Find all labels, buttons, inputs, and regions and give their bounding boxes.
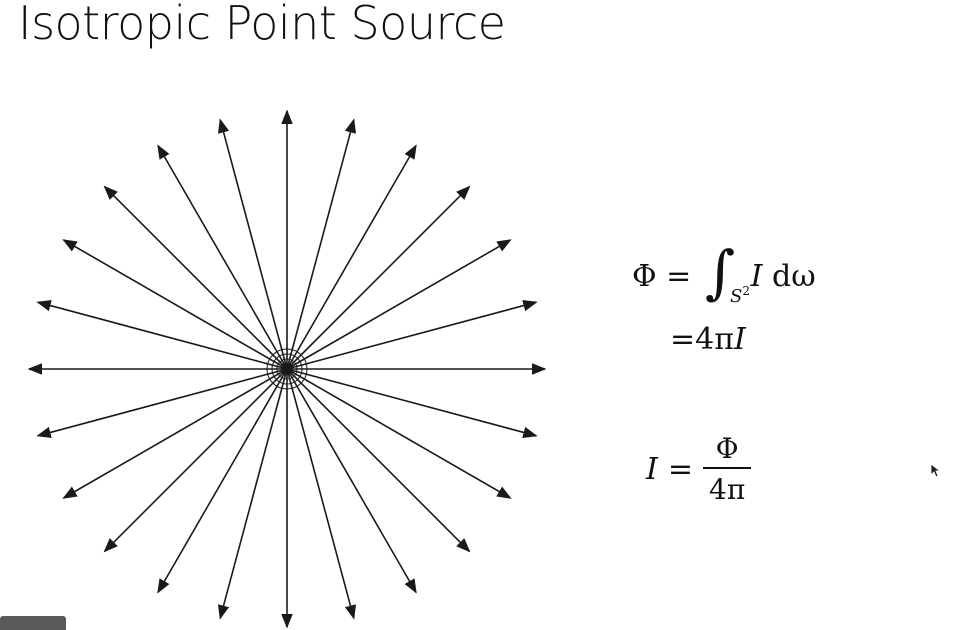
video-thumbnail-corner (0, 616, 66, 630)
ray-arrow (62, 368, 288, 499)
source-ring (271, 353, 303, 385)
isotropic-source-diagram (27, 109, 547, 629)
ray-group (27, 109, 547, 629)
source-point (284, 366, 290, 372)
ray-arrow (286, 368, 357, 620)
ray-arrow (286, 368, 471, 553)
mouse-cursor-icon (930, 463, 942, 478)
point-source (266, 348, 308, 390)
integral-sign: ∫ (704, 238, 736, 306)
flux-symbol: Φ (632, 259, 657, 294)
ray-arrow (286, 144, 417, 370)
flux-equals: = (666, 259, 692, 294)
ray-arrow (157, 368, 288, 594)
ray-arrow (157, 144, 288, 370)
solid-angle-differential: dω (772, 259, 816, 294)
ray-arrow (103, 185, 288, 370)
intensity-equation: I = Φ 4π (646, 432, 752, 506)
ray-arrow (286, 368, 538, 439)
source-ring (266, 348, 308, 390)
result-variable: I (733, 322, 746, 357)
ray-arrow (286, 299, 538, 370)
integral-domain: S2 (730, 284, 750, 307)
intensity-integrand: I (750, 259, 763, 294)
result-equals: = (670, 322, 696, 357)
ray-arrow (286, 368, 417, 594)
ray-arrow (217, 368, 288, 620)
intensity-equals: = (667, 451, 693, 487)
fraction-numerator: Φ (715, 432, 739, 465)
domain-exponent: 2 (742, 284, 750, 298)
source-ring (276, 358, 298, 380)
flux-equation: Φ = ∫ I dω S2 (632, 232, 816, 307)
ray-arrow (286, 118, 357, 370)
domain-sphere: S (730, 286, 743, 307)
ray-arrow (286, 239, 512, 370)
ray-arrow (217, 118, 288, 370)
fraction-denominator: 4π (703, 467, 752, 506)
ray-arrow (286, 368, 512, 499)
flux-result: =4πI (670, 322, 746, 357)
ray-arrow (286, 185, 471, 370)
ray-arrow (103, 368, 288, 553)
ray-arrow (62, 239, 288, 370)
slide-title: Isotropic Point Source (18, 0, 506, 50)
intensity-symbol: I (646, 451, 658, 487)
result-value: 4π (695, 322, 734, 357)
ray-arrow (36, 368, 288, 439)
fraction: Φ 4π (703, 432, 752, 506)
ray-arrow (36, 299, 288, 370)
source-ring (281, 363, 293, 375)
